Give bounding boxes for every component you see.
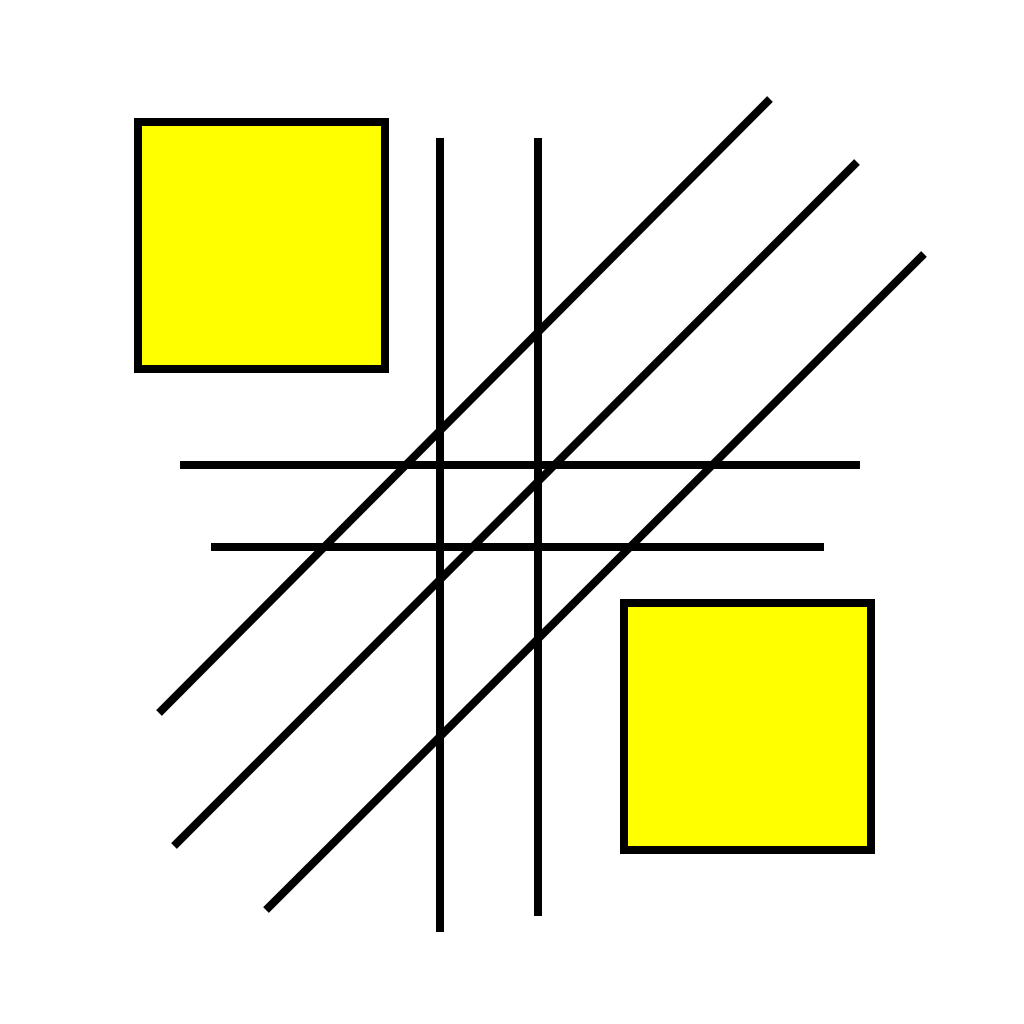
diagonal-line-upper (156, 96, 773, 716)
top-left-square (134, 118, 389, 373)
diagonal-line-middle (171, 159, 860, 849)
diagonal-line-lower (263, 251, 927, 913)
bottom-right-square (620, 599, 875, 854)
